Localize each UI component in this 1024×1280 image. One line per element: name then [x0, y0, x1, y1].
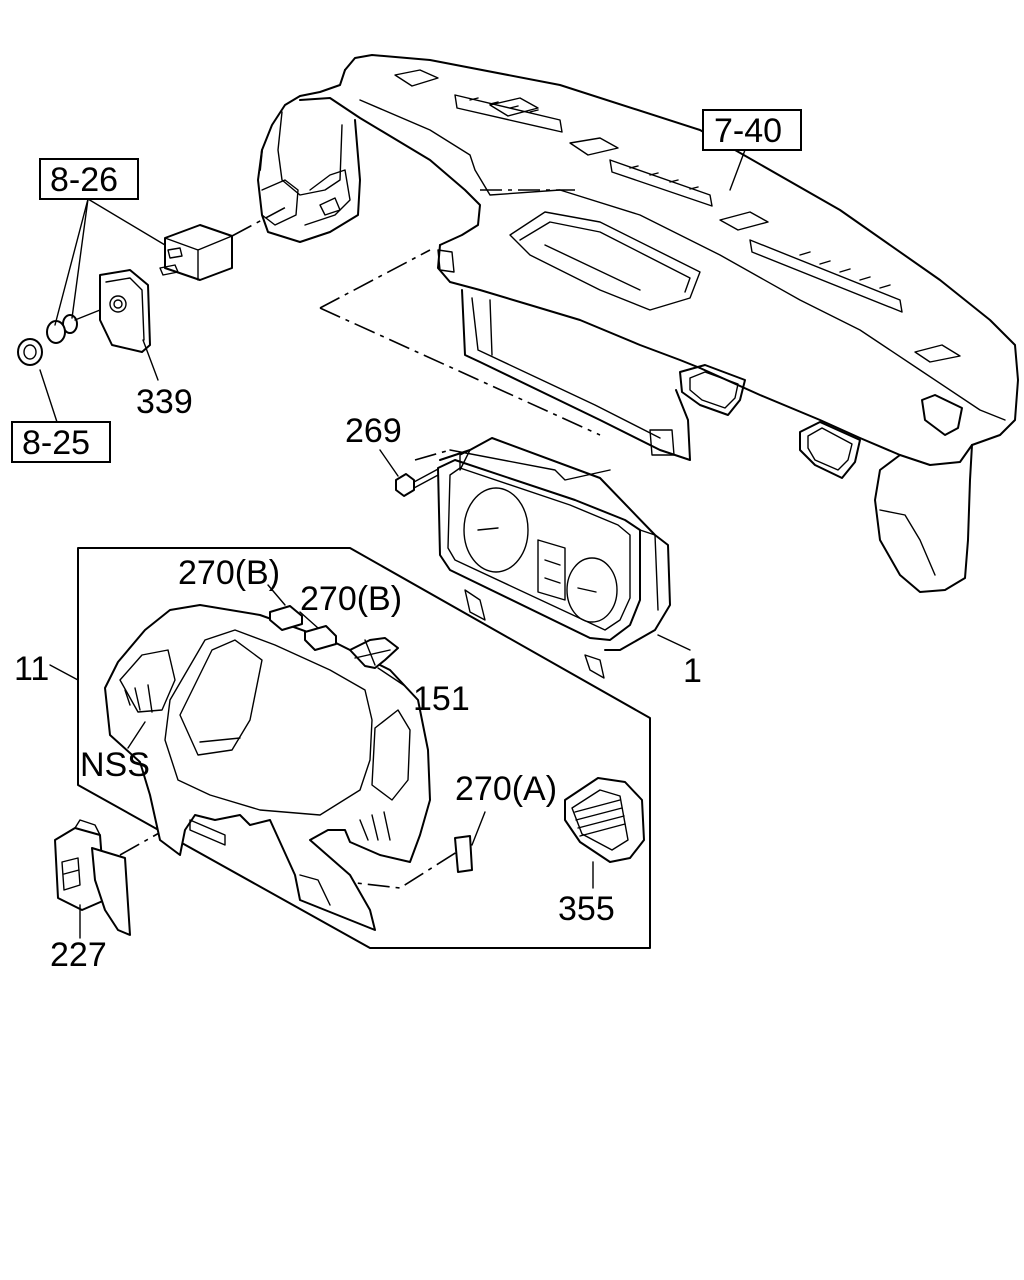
dashboard-panel — [257, 54, 1019, 593]
ref-8-25-box — [11, 421, 111, 463]
part-227-label: 227 — [50, 936, 107, 974]
part-270b-2-label: 270(B) — [300, 580, 402, 618]
ref-7-40-label: 7-40 — [714, 112, 782, 150]
callout-leaders — [39, 149, 746, 939]
screw-269 — [395, 467, 441, 497]
ref-8-26-label: 8-26 — [50, 161, 118, 199]
ref-7-40-box — [702, 109, 802, 151]
ref-8-25-label: 8-25 — [22, 424, 90, 462]
part-151-label: 151 — [413, 680, 470, 718]
pads-and-clips — [269, 605, 473, 873]
callout-labels: 7-40 8-26 8-25 339 269 1 11 270(B) 270(B… — [11, 109, 802, 974]
part-355-label: 355 — [558, 890, 615, 928]
instrument-cluster — [437, 437, 671, 679]
switch-assembly — [17, 224, 233, 366]
part-269-label: 269 — [345, 412, 402, 450]
part-270b-1-label: 270(B) — [178, 554, 280, 592]
bezel-kit-box — [77, 547, 651, 949]
ref-8-26-box — [39, 158, 139, 200]
part-11-label: 11 — [14, 650, 49, 688]
part-nss-label: NSS — [80, 746, 150, 784]
switch-227 — [54, 819, 131, 936]
part-1-label: 1 — [683, 652, 702, 690]
part-270a-label: 270(A) — [455, 770, 557, 808]
part-339-label: 339 — [136, 383, 193, 421]
vent-355 — [564, 777, 645, 863]
